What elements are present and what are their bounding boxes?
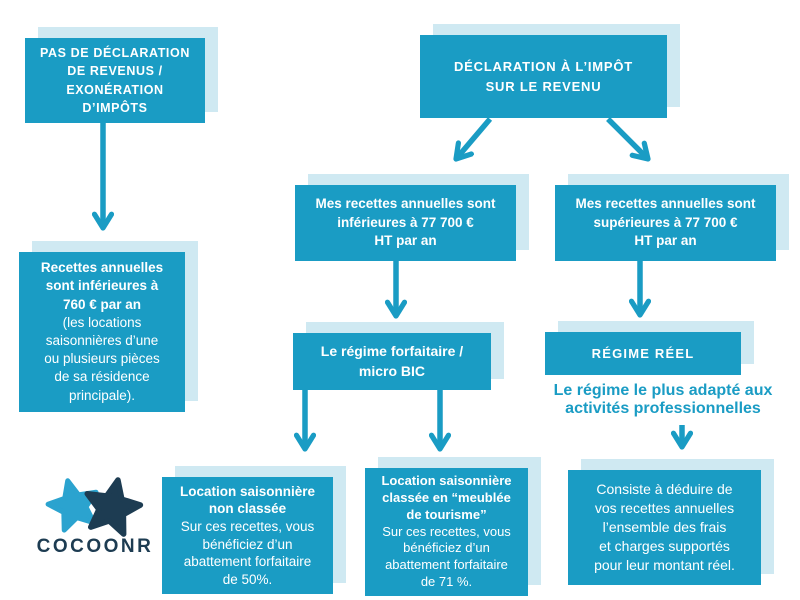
node-classee-detail: Sur ces recettes, vous bénéficiez d’un a… bbox=[382, 523, 511, 590]
node-no-declaration: PAS DE DÉCLARATION DE REVENUS / EXONÉRAT… bbox=[25, 27, 218, 123]
node-over-77700: Mes recettes annuelles sont supérieures … bbox=[555, 174, 789, 261]
cocoonr-logo: COCOONR bbox=[22, 468, 167, 568]
node-under-760-label: Recettes annuelles sont inférieures à 76… bbox=[19, 252, 185, 412]
node-classee: Location saisonnière classée en “meublée… bbox=[365, 457, 541, 596]
node-under-760-title: Recettes annuelles sont inférieures à 76… bbox=[40, 260, 164, 312]
regime-reel-note: Le régime le plus adapté aux activités p… bbox=[553, 382, 773, 418]
cocoonr-stars-icon bbox=[45, 477, 144, 537]
node-under-77700: Mes recettes annuelles sont inférieures … bbox=[295, 174, 529, 261]
arrow-declaration-to-under-77700 bbox=[456, 117, 493, 159]
node-classee-title: Location saisonnière classée en “meublée… bbox=[381, 472, 512, 522]
arrow-declaration-to-over-77700 bbox=[606, 117, 648, 159]
node-non-classee-detail: Sur ces recettes, vous bénéficiez d’un a… bbox=[180, 518, 315, 587]
node-non-classee-title: Location saisonnière non classée bbox=[179, 483, 316, 517]
node-under-760-detail: (les locations saisonnières d’une ou plu… bbox=[44, 314, 160, 403]
node-under-760: Recettes annuelles sont inférieures à 76… bbox=[19, 241, 198, 412]
node-over-77700-label: Mes recettes annuelles sont supérieures … bbox=[555, 185, 776, 261]
node-micro-bic: Le régime forfaitaire / micro BIC bbox=[293, 322, 504, 390]
node-declaration: DÉCLARATION À L’IMPÔT SUR LE REVENU bbox=[420, 24, 680, 118]
node-reel-detail-label: Consiste à déduire de vos recettes annue… bbox=[568, 470, 761, 585]
node-classee-label: Location saisonnière classée en “meublée… bbox=[365, 468, 528, 596]
node-regime-reel-label: RÉGIME RÉEL bbox=[545, 332, 741, 375]
cocoonr-wordmark: COCOONR bbox=[36, 536, 154, 557]
node-reel-detail: Consiste à déduire de vos recettes annue… bbox=[568, 459, 774, 585]
node-regime-reel: RÉGIME RÉEL bbox=[545, 321, 754, 375]
node-under-77700-label: Mes recettes annuelles sont inférieures … bbox=[295, 185, 516, 261]
node-no-declaration-label: PAS DE DÉCLARATION DE REVENUS / EXONÉRAT… bbox=[25, 38, 205, 123]
node-declaration-label: DÉCLARATION À L’IMPÔT SUR LE REVENU bbox=[420, 35, 667, 118]
node-micro-bic-label: Le régime forfaitaire / micro BIC bbox=[293, 333, 491, 390]
